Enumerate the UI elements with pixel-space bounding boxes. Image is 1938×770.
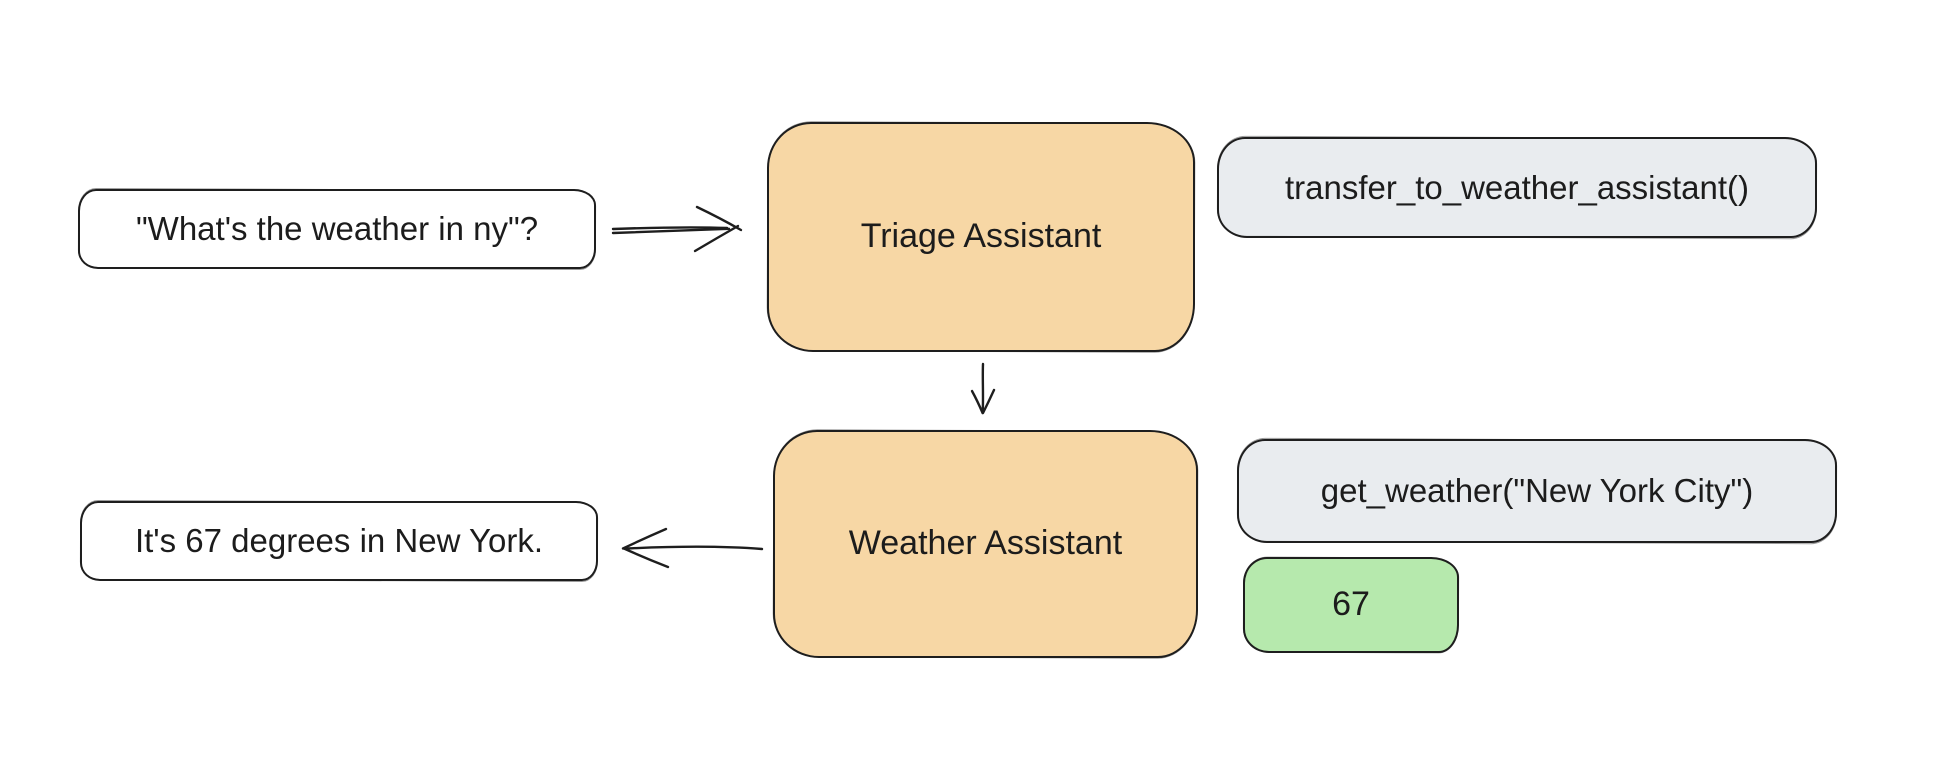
transfer-tool-call-label: transfer_to_weather_assistant()	[1284, 168, 1750, 206]
arrow-down-icon	[970, 362, 996, 415]
triage-assistant-label: Triage Assistant	[860, 217, 1102, 256]
get-weather-tool-call-label: get_weather("New York City")	[1320, 472, 1754, 510]
weather-assistant-node: Weather Assistant	[773, 430, 1198, 658]
final-answer-box: It's 67 degrees in New York.	[80, 501, 598, 581]
final-answer-label: It's 67 degrees in New York.	[134, 522, 544, 560]
arrow-left-icon	[621, 527, 764, 569]
transfer-tool-call-box: transfer_to_weather_assistant()	[1217, 137, 1817, 238]
user-question-label: "What's the weather in ny"?	[135, 210, 539, 248]
arrow-right-icon	[611, 205, 743, 253]
triage-assistant-node: Triage Assistant	[767, 122, 1195, 352]
tool-result-label: 67	[1332, 585, 1370, 624]
weather-assistant-label: Weather Assistant	[848, 524, 1123, 563]
tool-result-box: 67	[1243, 557, 1459, 653]
user-question-box: "What's the weather in ny"?	[78, 189, 596, 269]
get-weather-tool-call-box: get_weather("New York City")	[1237, 439, 1837, 543]
